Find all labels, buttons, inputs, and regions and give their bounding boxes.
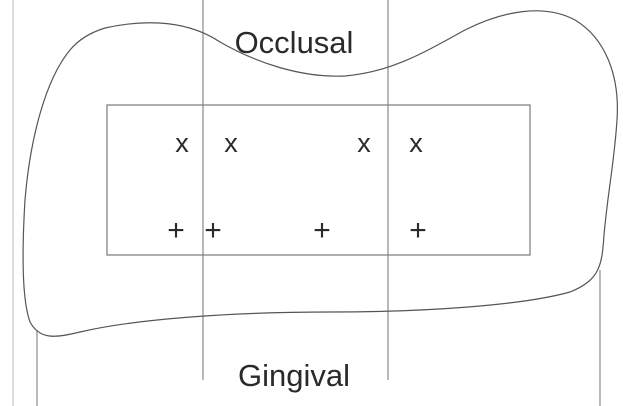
plus-mark-3: + [313, 214, 331, 247]
x-mark-4: x [409, 128, 423, 158]
occlusal-label: Occlusal [235, 25, 354, 60]
gingival-label: Gingival [238, 358, 350, 393]
tooth-outline [22, 10, 618, 337]
plus-mark-1: + [167, 214, 185, 247]
x-mark-2: x [224, 128, 238, 158]
x-mark-1: x [175, 128, 189, 158]
plus-mark-4: + [409, 214, 427, 247]
x-mark-3: x [357, 128, 371, 158]
plus-mark-2: + [204, 214, 222, 247]
inner-rectangle [106, 104, 531, 256]
